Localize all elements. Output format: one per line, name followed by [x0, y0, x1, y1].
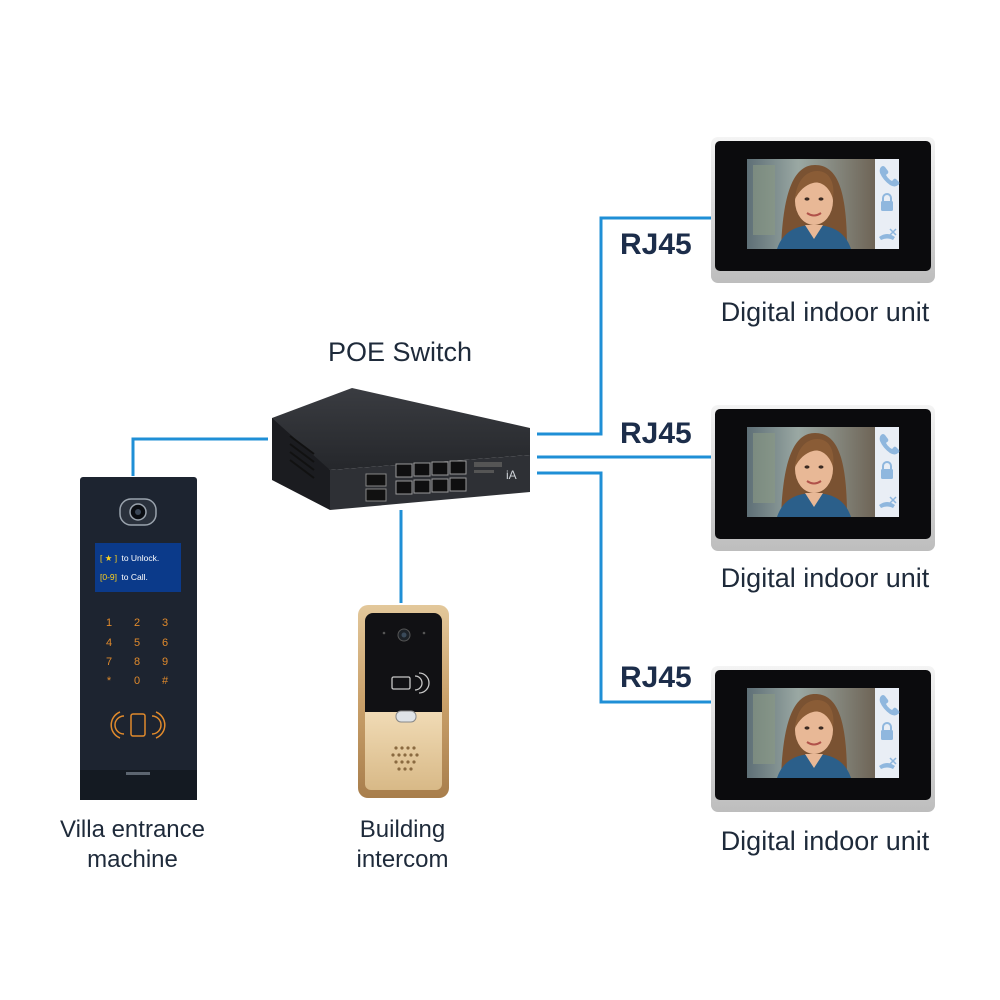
svg-text:[ ★ ] to Unlock.: [ ★ ] to Unlock.: [100, 553, 159, 563]
screen-call-text: to Call.: [121, 572, 147, 582]
cable-switch-to-unit-3: [537, 471, 712, 704]
poe-switch-label: POE Switch: [327, 337, 473, 367]
poe-switch: iA: [272, 388, 530, 510]
rj45-label-1: RJ45: [620, 228, 692, 261]
building-intercom-label: Building intercom: [356, 816, 449, 873]
keypad[interactable]: 1 2 3 4 5 6 7 8 9 * 0 #: [106, 617, 169, 687]
rfid-card-icon: [391, 672, 430, 694]
screen-unlock-key: [ ★ ]: [100, 553, 117, 563]
keypad-key[interactable]: 1: [106, 617, 112, 629]
keypad-key[interactable]: 6: [162, 637, 168, 649]
switch-poe-ports: [395, 460, 467, 495]
camera-icon: [119, 498, 157, 526]
digital-indoor-unit-2: [711, 405, 935, 551]
building-intercom: [358, 605, 449, 798]
call-button[interactable]: [395, 710, 417, 723]
keypad-key[interactable]: 4: [106, 637, 112, 649]
keypad-key[interactable]: 2: [134, 617, 140, 629]
keypad-key[interactable]: 7: [106, 656, 112, 668]
keypad-key[interactable]: 9: [162, 656, 168, 668]
keypad-key[interactable]: *: [107, 675, 112, 687]
indoor-unit-label-2: Digital indoor unit: [720, 563, 930, 593]
speaker-grille-icon: [391, 746, 419, 771]
villa-entrance-machine: [ ★ ] to Unlock. [0-9] to Call. 1 2 3 4 5 6 7 8…: [80, 477, 197, 800]
digital-indoor-unit-3: [711, 666, 935, 812]
switch-logo: iA: [506, 468, 517, 482]
cable-switch-to-unit-1: [537, 216, 712, 436]
keypad-key[interactable]: 8: [134, 656, 140, 668]
screen-call-key: [0-9]: [100, 572, 117, 582]
rj45-label-3: RJ45: [620, 661, 692, 694]
villa-entrance-label: Villa entrance machine: [60, 816, 205, 873]
cable-lines: [131, 216, 712, 704]
rfid-card-icon: [110, 711, 166, 739]
screen-unlock-text: to Unlock.: [121, 553, 159, 563]
keypad-key[interactable]: #: [162, 675, 169, 687]
cable-villa-to-switch: [131, 437, 268, 476]
switch-uplink-ports: [365, 473, 387, 502]
keypad-key[interactable]: 0: [134, 675, 140, 687]
indoor-unit-label-3: Digital indoor unit: [720, 826, 930, 856]
digital-indoor-unit-1: [711, 137, 935, 283]
keypad-key[interactable]: 5: [134, 637, 140, 649]
rj45-label-2: RJ45: [620, 417, 692, 450]
keypad-key[interactable]: 3: [162, 617, 168, 629]
indoor-unit-label-1: Digital indoor unit: [720, 297, 930, 327]
svg-text:[0-9] to Call.: [0-9] to Call.: [100, 572, 148, 582]
